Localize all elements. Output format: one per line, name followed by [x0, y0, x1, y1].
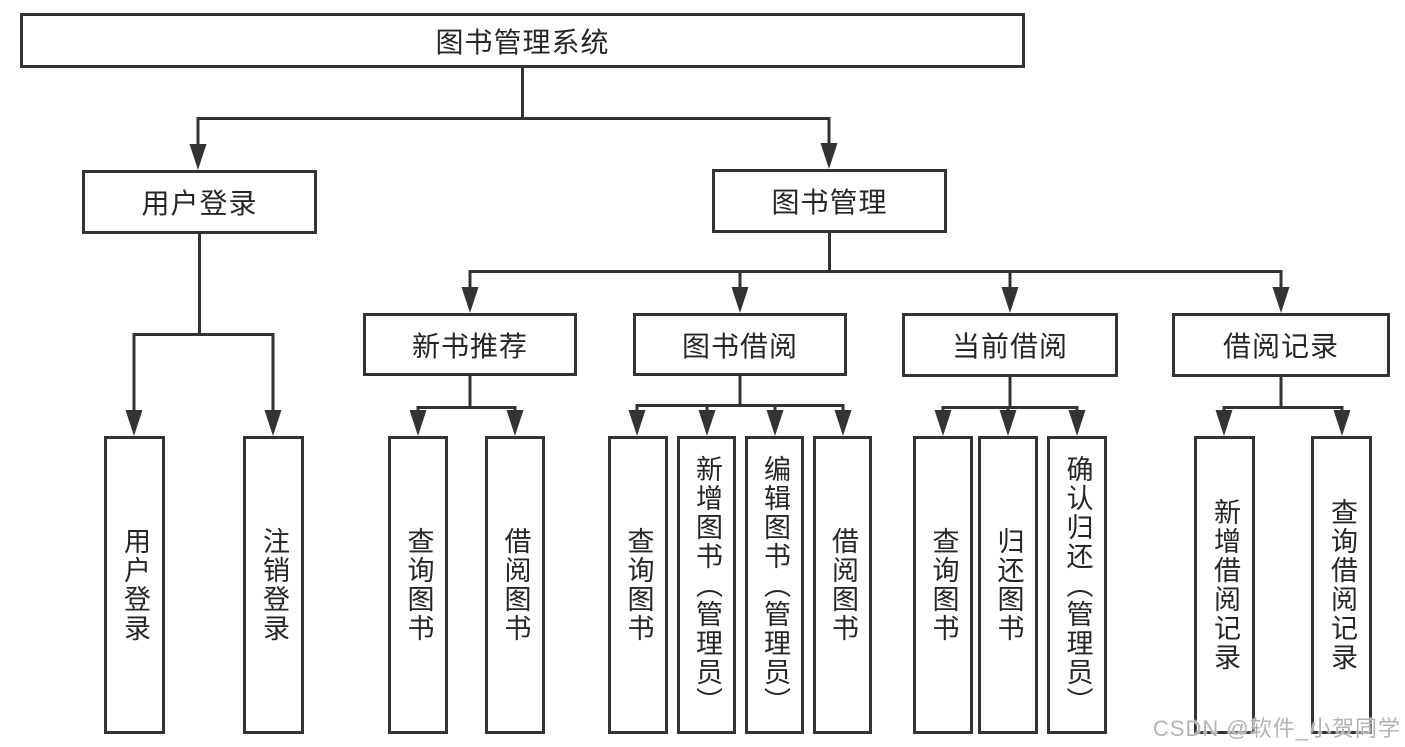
node-label: 借阅图书 [500, 527, 531, 643]
node-label: 当前借阅 [951, 331, 1068, 362]
node-label: 归还图书 [993, 527, 1024, 643]
leaf-query-books: 查询图书 [388, 436, 448, 734]
leaf-query-books-3: 查询图书 [913, 436, 973, 734]
leaf-return-books: 归还图书 [978, 436, 1038, 734]
node-book-borrowing: 图书借阅 [633, 313, 847, 376]
leaf-confirm-return-admin: 确认归还（管理员） [1047, 436, 1107, 734]
leaf-user-login: 用户登录 [104, 436, 165, 734]
node-user-login-branch: 用户登录 [82, 170, 317, 234]
leaf-borrow-books: 借阅图书 [485, 436, 545, 734]
node-label: 新增图书（管理员） [692, 454, 722, 716]
node-borrowing-records: 借阅记录 [1172, 313, 1390, 377]
leaf-add-books-admin: 新增图书（管理员） [677, 436, 736, 734]
node-label: 查询图书 [403, 527, 434, 643]
node-label: 借阅记录 [1222, 331, 1339, 362]
node-label: 图书管理系统 [435, 26, 610, 58]
node-current-borrowing: 当前借阅 [902, 313, 1118, 377]
leaf-edit-books-admin: 编辑图书（管理员） [745, 436, 804, 734]
leaf-logout: 注销登录 [243, 436, 304, 734]
watermark: CSDN @软件_小贺同学 [1152, 716, 1401, 741]
node-label: 查询借阅记录 [1327, 498, 1357, 672]
leaf-query-books-2: 查询图书 [608, 436, 668, 734]
node-label: 查询图书 [623, 527, 654, 643]
node-book-management-branch: 图书管理 [712, 169, 947, 233]
node-label: 图书管理 [771, 187, 888, 218]
node-label: 确认归还（管理员） [1062, 454, 1093, 716]
node-label: 注销登录 [259, 527, 289, 643]
node-label: 新书推荐 [411, 330, 528, 362]
node-label: 编辑图书（管理员） [760, 454, 790, 716]
node-label: 图书借阅 [681, 330, 798, 362]
leaf-borrow-books-2: 借阅图书 [813, 436, 872, 734]
node-label: 查询图书 [928, 527, 959, 643]
node-new-book-recommend: 新书推荐 [363, 313, 577, 376]
leaf-add-borrow-record: 新增借阅记录 [1194, 436, 1255, 734]
leaf-query-borrow-record: 查询借阅记录 [1311, 436, 1372, 734]
node-label: 用户登录 [120, 527, 150, 643]
node-label: 用户登录 [141, 188, 258, 219]
node-label: 新增借阅记录 [1210, 498, 1240, 672]
node-library-management-system: 图书管理系统 [20, 13, 1025, 68]
node-label: 借阅图书 [828, 527, 858, 643]
